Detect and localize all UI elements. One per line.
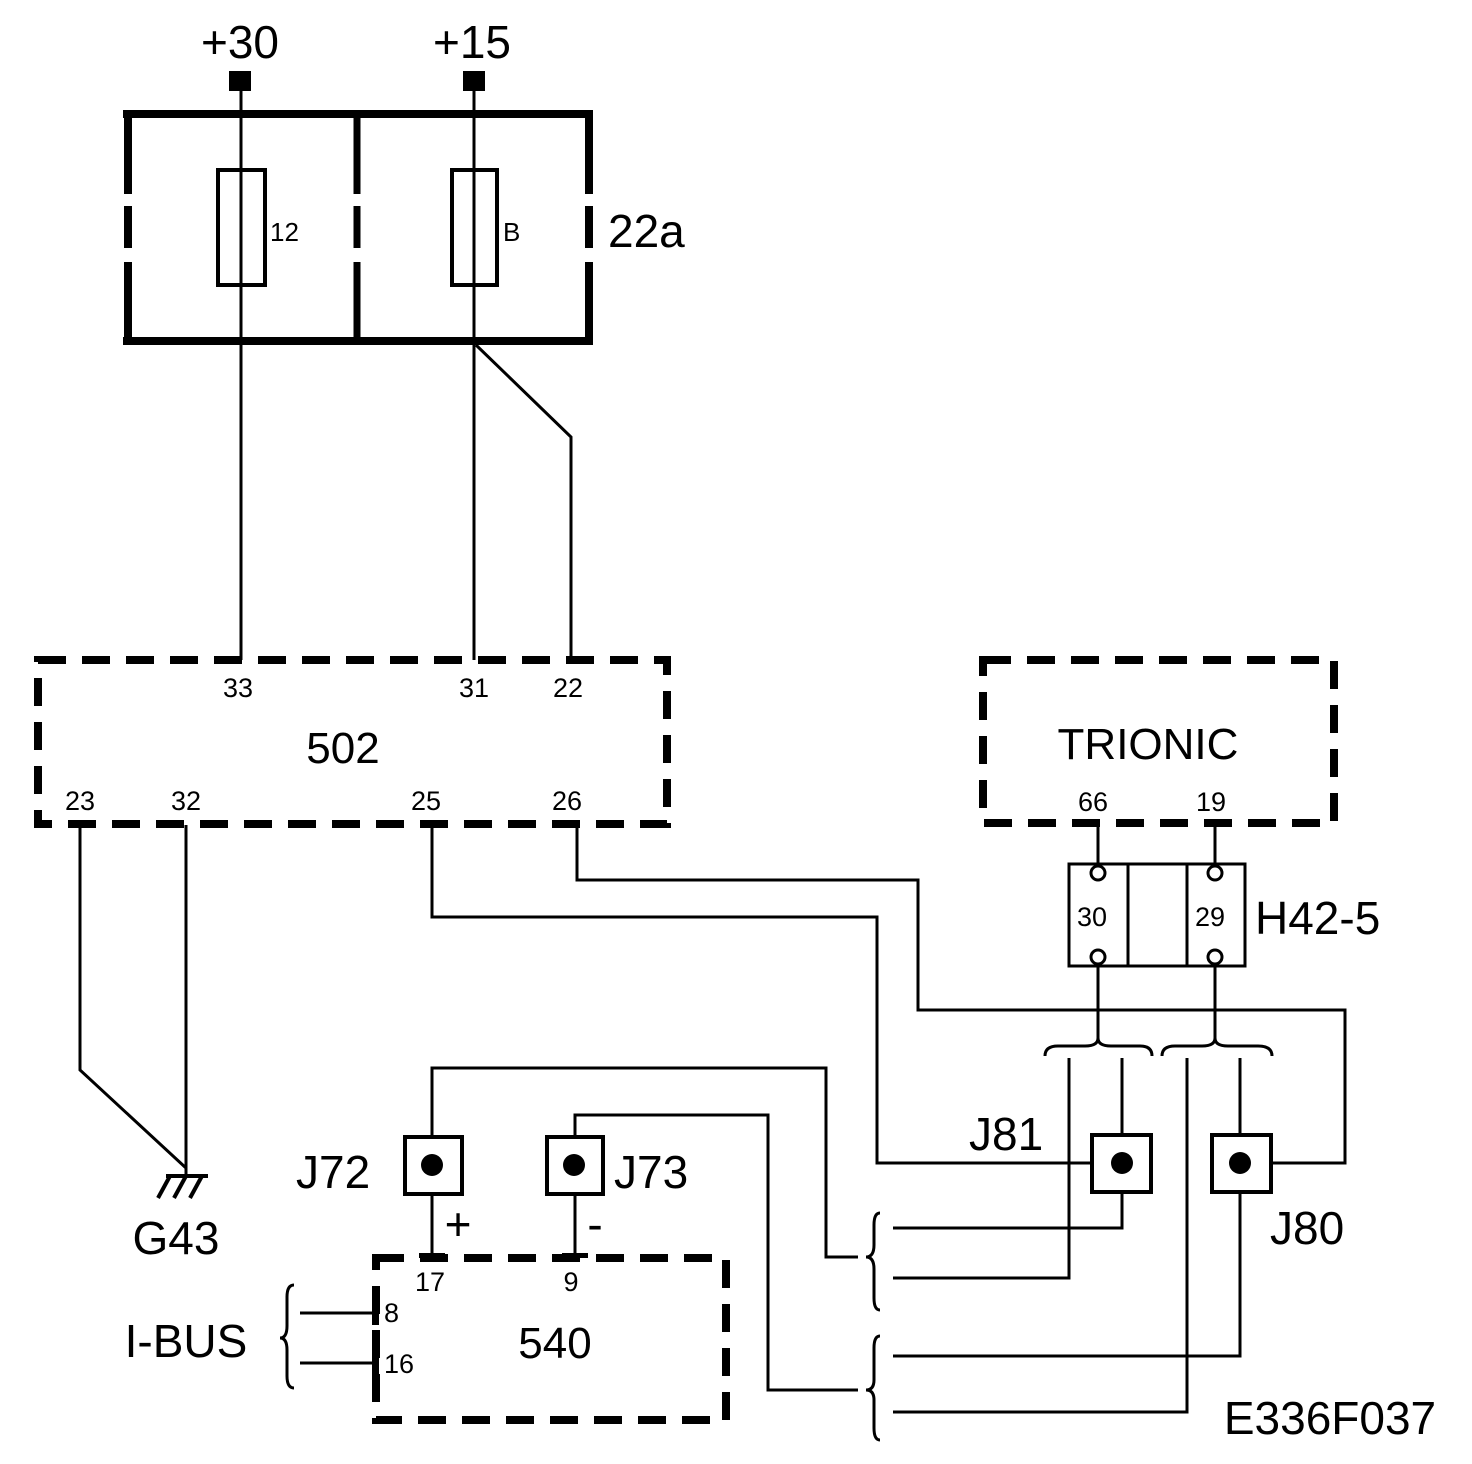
junction-j80	[1210, 1133, 1273, 1194]
module-540-box	[372, 1254, 730, 1424]
module-502-label: 502	[306, 724, 379, 773]
supply-label-plus30: +30	[201, 16, 279, 68]
junction-j81	[1090, 1133, 1153, 1194]
connector-h42-5	[1067, 862, 1247, 968]
module-502-pin-25: 25	[411, 786, 441, 816]
trionic-box	[979, 656, 1338, 827]
wires	[78, 91, 1347, 1442]
trionic-pin-66: 66	[1078, 787, 1108, 817]
module-540-plus-sign: +	[445, 1198, 472, 1250]
module-502-pin-32: 32	[171, 786, 201, 816]
module-540-pin-9: 9	[563, 1267, 578, 1297]
fuse-label-b: B	[503, 217, 520, 247]
ibus-label: I-BUS	[125, 1315, 248, 1367]
connector-h42-pin-30: 30	[1077, 902, 1107, 932]
junction-j80-label: J80	[1270, 1202, 1344, 1254]
module-540-pin-8: 8	[384, 1298, 399, 1328]
module-540-minus-sign: -	[587, 1198, 602, 1250]
fuse-box-22a	[123, 110, 593, 345]
trionic-label: TRIONIC	[1058, 720, 1239, 769]
module-502-pin-31: 31	[459, 673, 489, 703]
junction-j72-label: J72	[296, 1146, 370, 1198]
module-502-pin-22: 22	[553, 673, 583, 703]
ground-g43-symbol	[156, 1174, 208, 1199]
junction-j73-label: J73	[614, 1146, 688, 1198]
connector-h42-label: H42-5	[1255, 892, 1380, 944]
module-540-pin-16: 16	[384, 1349, 414, 1379]
ground-label: G43	[133, 1212, 220, 1264]
module-502-pin-33: 33	[223, 673, 253, 703]
drawing-reference: E336F037	[1224, 1392, 1436, 1444]
module-502-pin-23: 23	[65, 786, 95, 816]
junction-j73	[545, 1135, 605, 1196]
junction-j72	[403, 1135, 464, 1196]
module-502-box	[34, 656, 671, 828]
module-540-label: 540	[518, 1319, 591, 1368]
trionic-pin-19: 19	[1196, 787, 1226, 817]
module-502-pin-26: 26	[552, 786, 582, 816]
module-540-pin-17: 17	[415, 1267, 445, 1297]
connector-h42-pin-29: 29	[1195, 902, 1225, 932]
junction-j81-label: J81	[969, 1108, 1043, 1160]
terminal-plus30	[229, 71, 251, 91]
supply-label-plus15: +15	[433, 16, 511, 68]
fuse-box-label: 22a	[608, 205, 685, 257]
supply-terminals: +30 +15	[201, 16, 511, 91]
fuse-label-12: 12	[270, 217, 299, 247]
terminal-plus15	[463, 71, 485, 91]
